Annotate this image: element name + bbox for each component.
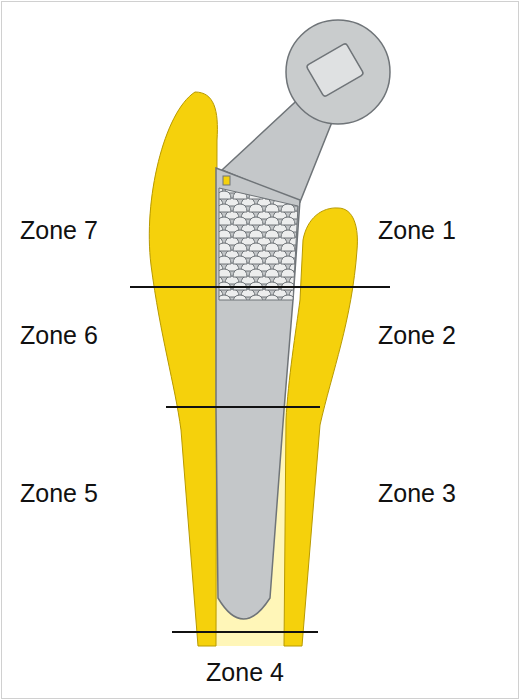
coating-outline bbox=[219, 188, 298, 300]
zone-line bbox=[166, 406, 320, 408]
femoral-head bbox=[286, 20, 390, 124]
zone-label: Zone 1 bbox=[378, 215, 456, 245]
zone-label: Zone 7 bbox=[20, 215, 98, 245]
detail-mark bbox=[223, 176, 230, 185]
zone-label: Zone 6 bbox=[20, 320, 98, 350]
zone-label: Zone 4 bbox=[206, 657, 284, 687]
taper bbox=[306, 43, 364, 97]
zone-label: Zone 2 bbox=[378, 320, 456, 350]
zone-label: Zone 3 bbox=[378, 478, 456, 508]
zone-line bbox=[130, 286, 390, 288]
zone-label: Zone 5 bbox=[20, 478, 98, 508]
lateral-cortex bbox=[149, 92, 217, 646]
zone-line bbox=[172, 631, 318, 633]
